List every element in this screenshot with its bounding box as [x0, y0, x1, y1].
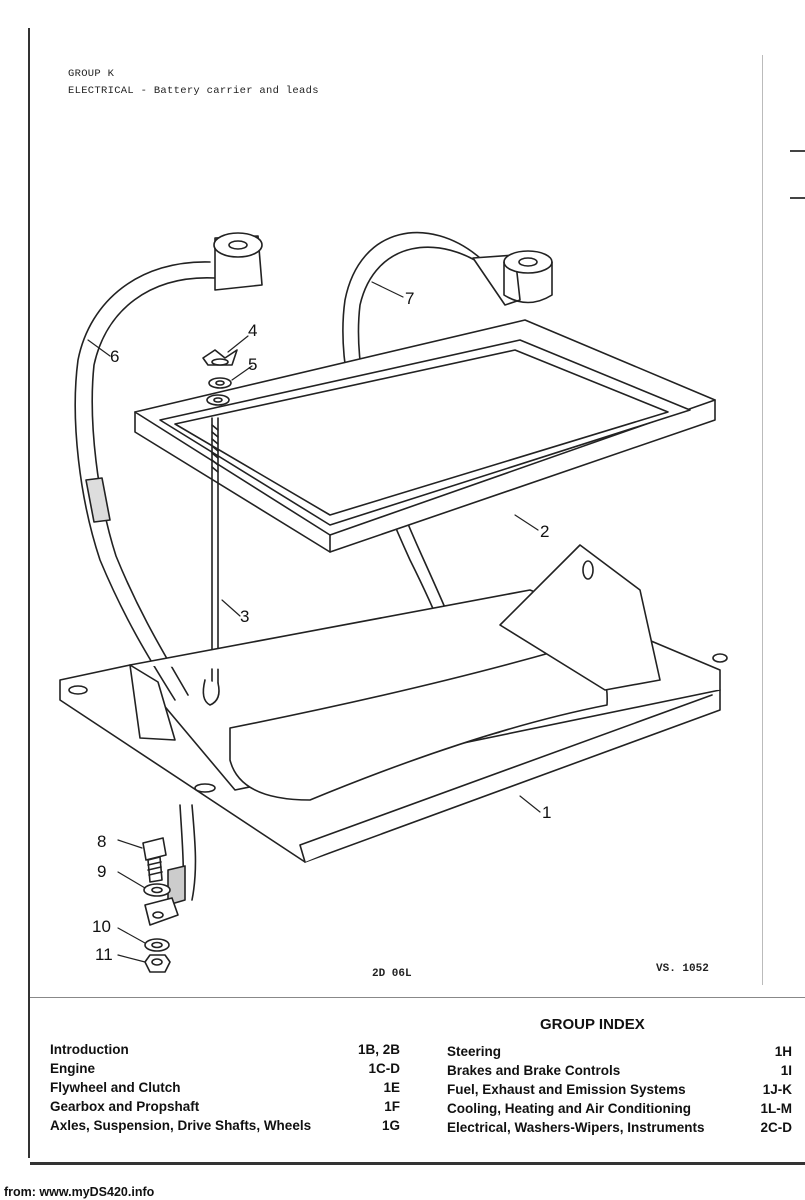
section-title: ELECTRICAL - Battery carrier and leads	[68, 85, 319, 97]
wing-nut-4	[202, 349, 238, 366]
bottom-rule	[30, 1162, 805, 1165]
index-label: Electrical, Washers-Wipers, Instruments	[447, 1120, 705, 1135]
margin-tick	[790, 197, 805, 199]
page-left-edge	[28, 28, 30, 1158]
group-index-title: GROUP INDEX	[540, 1016, 645, 1033]
index-label: Fuel, Exhaust and Emission Systems	[447, 1082, 686, 1097]
callout-11: 11	[95, 945, 113, 964]
index-row: Axles, Suspension, Drive Shafts, Wheels 1…	[50, 1116, 400, 1135]
clamp-frame-2	[134, 319, 716, 553]
index-code: 1E	[383, 1080, 400, 1095]
index-code: 1G	[381, 1118, 400, 1133]
washer-5	[206, 377, 232, 406]
drawing-ref-right: VS. 1052	[656, 963, 709, 975]
callout-3: 3	[240, 607, 249, 626]
index-row: Gearbox and Propshaft 1F	[50, 1097, 400, 1116]
index-row: Brakes and Brake Controls 1I	[447, 1061, 792, 1080]
callout-8: 8	[97, 832, 106, 851]
callout-6: 6	[110, 347, 119, 366]
index-label: Brakes and Brake Controls	[447, 1063, 621, 1078]
index-label: Engine	[50, 1061, 96, 1076]
index-code: 1I	[780, 1063, 792, 1078]
callout-5: 5	[248, 355, 257, 374]
group-label: GROUP K	[68, 68, 115, 80]
callout-1: 1	[542, 803, 551, 822]
index-row: Flywheel and Clutch 1E	[50, 1078, 400, 1097]
page-right-edge	[762, 55, 763, 985]
index-code: 1L-M	[760, 1101, 793, 1116]
source-credit: from: www.myDS420.info	[4, 1185, 155, 1199]
margin-tick	[790, 150, 805, 152]
nut-11	[144, 954, 171, 973]
index-row: Engine 1C-D	[50, 1059, 400, 1078]
index-row: Steering 1H	[447, 1042, 792, 1061]
exploded-diagram: 4 5 6 7 2 3 1 8 9 10 11	[59, 231, 728, 973]
index-code: 1H	[774, 1044, 792, 1059]
washer-9	[143, 883, 171, 897]
callout-2: 2	[540, 522, 549, 541]
drawing-ref-left: 2D 06L	[372, 968, 412, 980]
index-label: Steering	[447, 1044, 502, 1059]
clamp-rod-3	[202, 417, 220, 706]
index-code: 1F	[384, 1099, 400, 1114]
index-code: 1J-K	[762, 1082, 792, 1097]
callout-7: 7	[405, 289, 414, 308]
index-label: Cooling, Heating and Air Conditioning	[447, 1101, 691, 1116]
group-index-right-column: Steering 1H Brakes and Brake Controls 1I F…	[447, 1042, 792, 1137]
index-code: 1B, 2B	[357, 1042, 400, 1057]
bolt-8	[142, 837, 167, 883]
index-row: Introduction 1B, 2B	[50, 1040, 400, 1059]
battery-tray-1	[59, 544, 728, 863]
index-label: Flywheel and Clutch	[50, 1080, 181, 1095]
group-index-left-column: Introduction 1B, 2B Engine 1C-D Flywheel a…	[50, 1040, 400, 1135]
page-header: GROUP K ELECTRICAL - Battery carrier and…	[68, 66, 319, 100]
section-divider	[30, 997, 805, 998]
index-row: Fuel, Exhaust and Emission Systems 1J-K	[447, 1080, 792, 1099]
index-row: Cooling, Heating and Air Conditioning 1L-…	[447, 1099, 792, 1118]
index-code: 2C-D	[760, 1120, 792, 1135]
index-row: Electrical, Washers-Wipers, Instruments 2…	[447, 1118, 792, 1137]
battery-lead-6	[74, 232, 263, 926]
callout-4: 4	[248, 321, 257, 340]
index-label: Gearbox and Propshaft	[50, 1099, 200, 1114]
index-label: Introduction	[50, 1042, 129, 1057]
callout-10: 10	[92, 917, 111, 936]
callout-9: 9	[97, 862, 106, 881]
index-code: 1C-D	[368, 1061, 400, 1076]
index-label: Axles, Suspension, Drive Shafts, Wheels	[50, 1118, 312, 1133]
washer-10	[144, 938, 170, 952]
